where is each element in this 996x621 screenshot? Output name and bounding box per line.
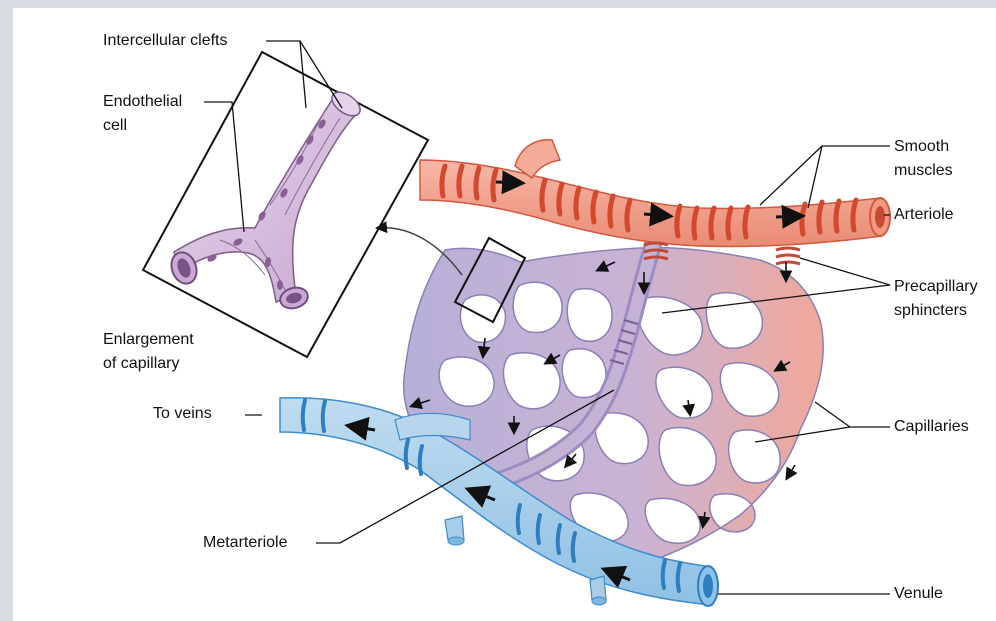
enlargement-box [143,52,428,357]
label-smooth-muscles-line1: Smooth [894,136,949,158]
capillary-network [404,248,824,565]
label-metarteriole: Metarteriole [203,532,287,554]
label-intercellular-clefts: Intercellular clefts [103,30,228,52]
label-enlargement-line2: of capillary [103,353,179,375]
label-smooth-muscles-line2: muscles [894,160,953,182]
label-precapillary-line1: Precapillary [894,276,978,298]
label-endothelial-cell-line1: Endothelial [103,91,182,113]
label-precapillary-line2: sphincters [894,300,967,322]
label-capillaries: Capillaries [894,416,969,438]
label-endothelial-cell-line2: cell [103,115,127,137]
label-venule: Venule [894,583,943,605]
label-enlargement-line1: Enlargement [103,329,194,351]
label-to-veins: To veins [153,403,212,425]
label-arteriole: Arteriole [894,204,954,226]
